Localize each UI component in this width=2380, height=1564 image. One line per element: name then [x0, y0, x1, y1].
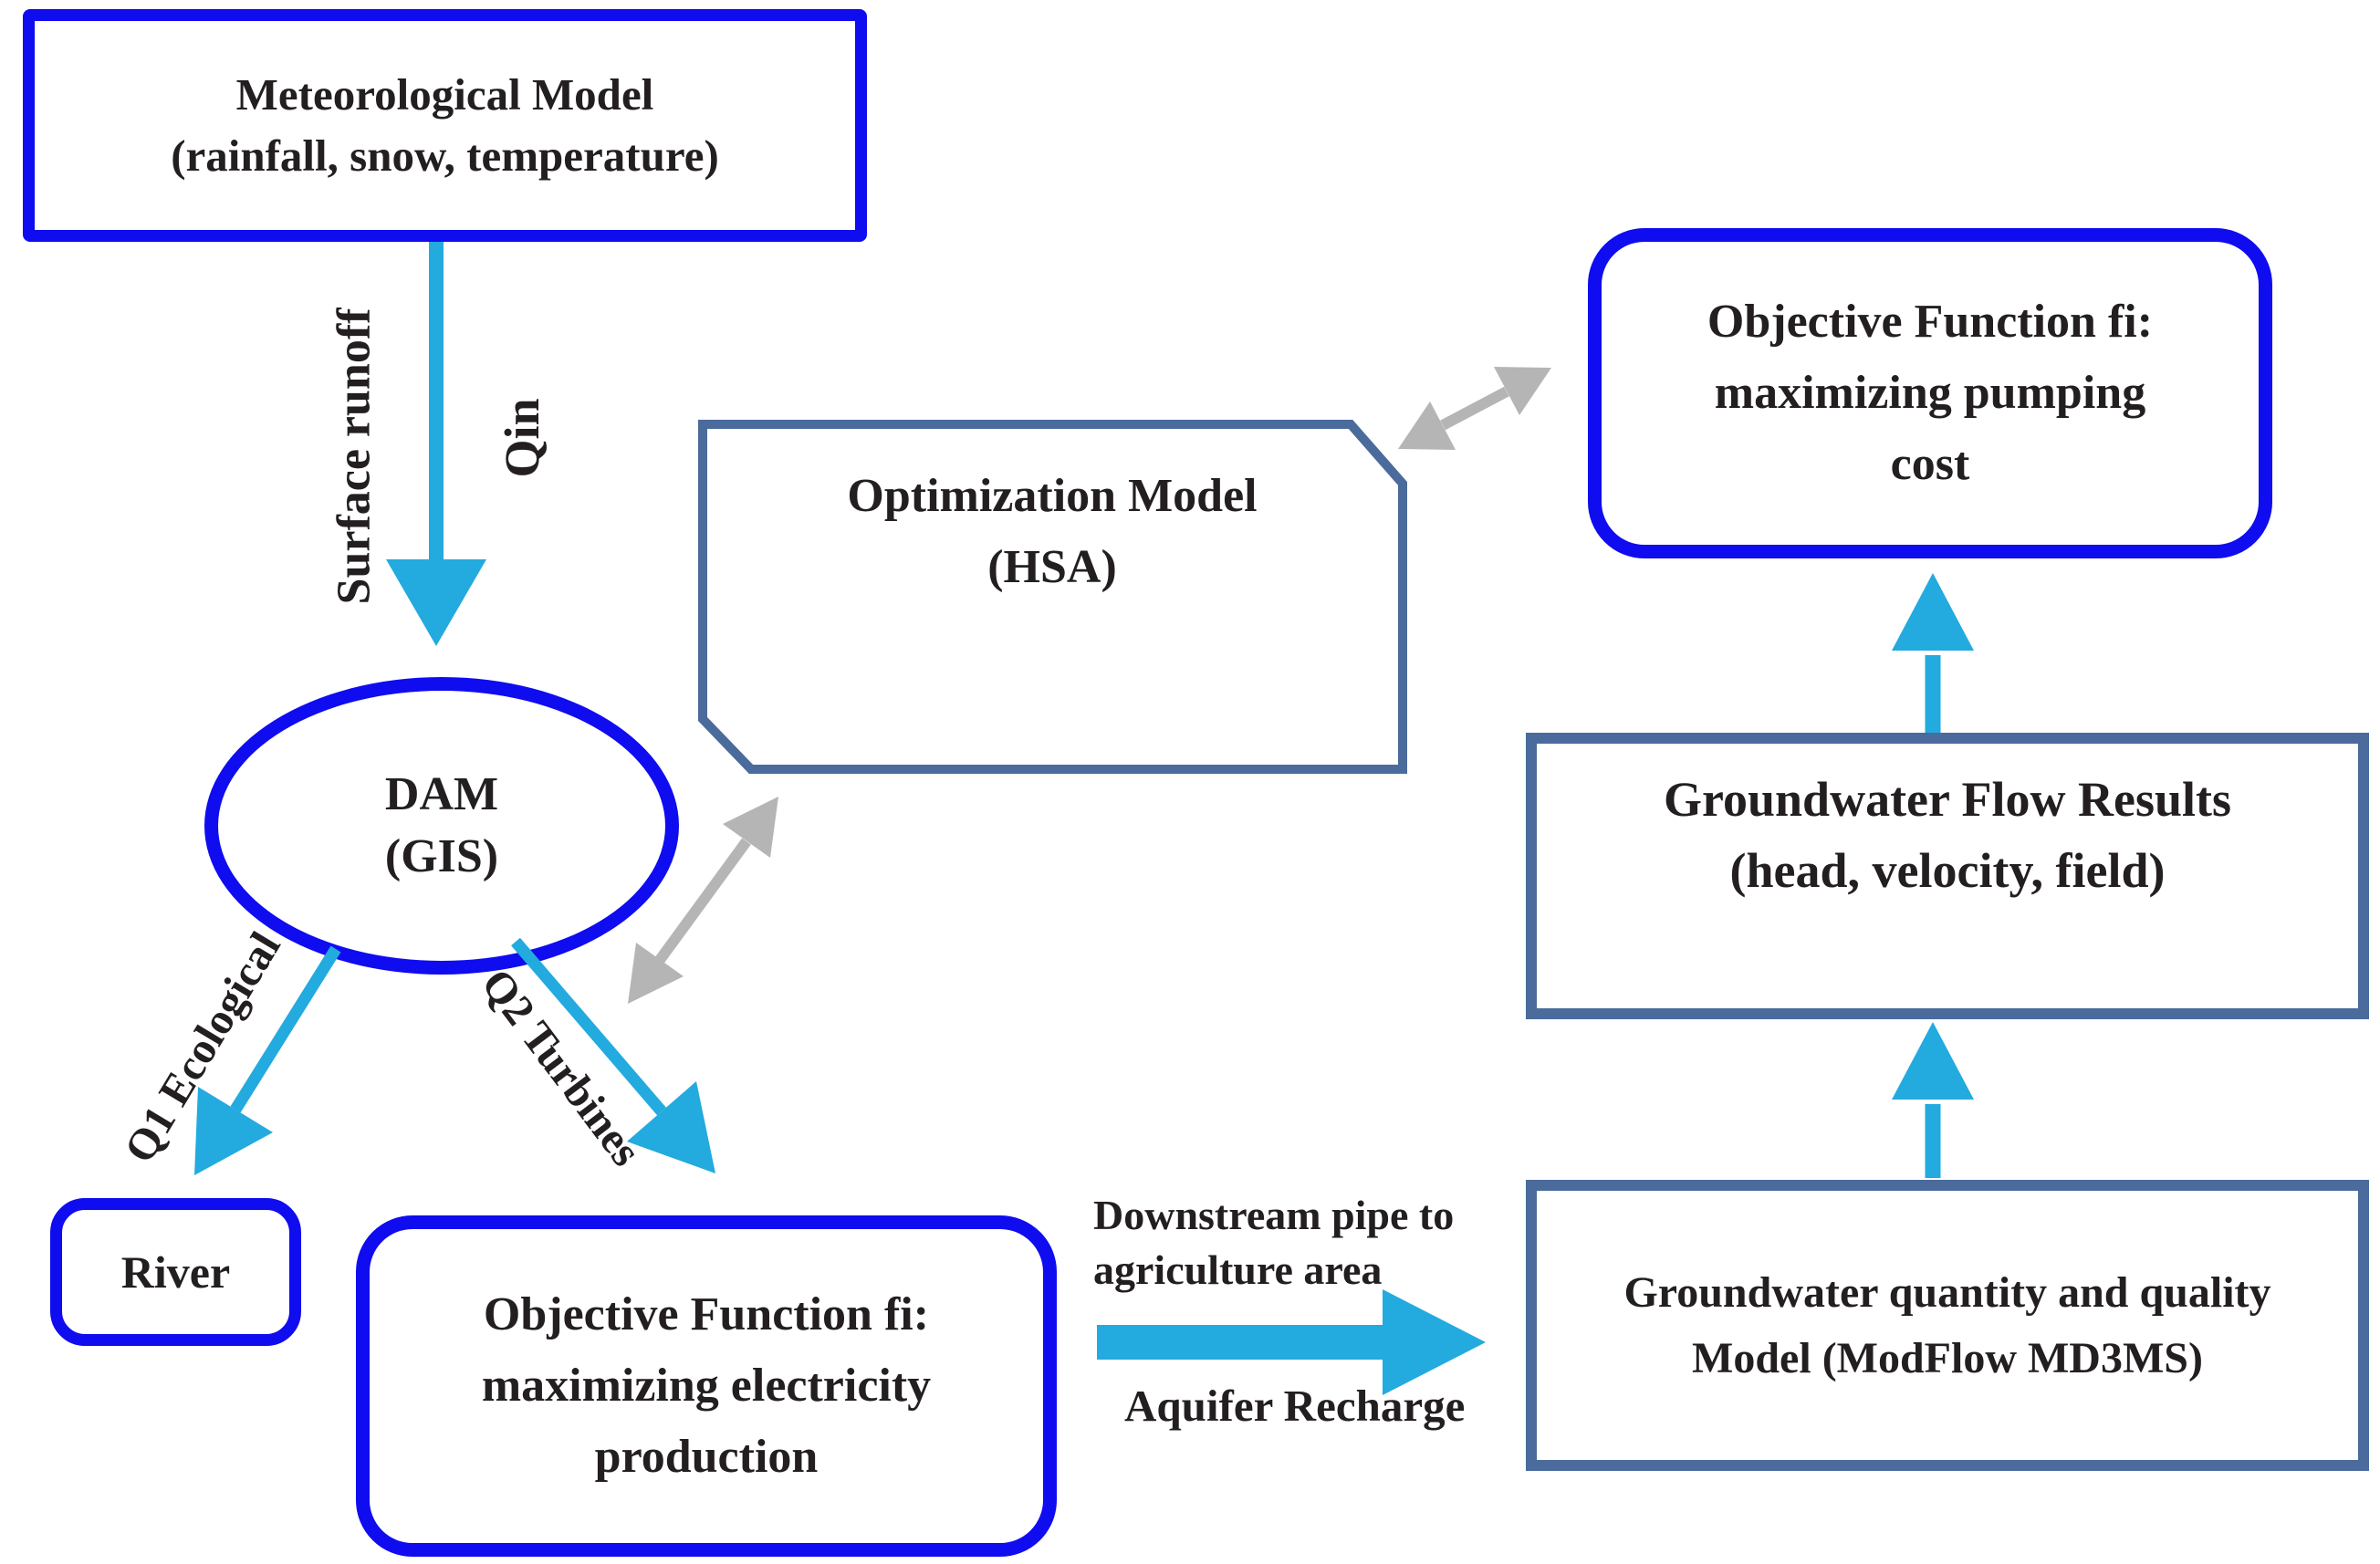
arrowhead-downleft-icon: [628, 943, 684, 1004]
edge-label-q1-ecological: Q1 Ecological: [115, 923, 290, 1172]
node-river: River: [50, 1198, 301, 1346]
node-label-line: production: [594, 1431, 819, 1483]
node-label-line: (HSA): [987, 541, 1117, 593]
edge-label-line: Downstream pipe to: [1093, 1192, 1455, 1238]
node-label-line: Objective Function fi:: [483, 1288, 930, 1340]
node-groundwater-flow-results: Groundwater Flow Results (head, velocity…: [1526, 733, 2369, 1019]
node-label-line: (head, velocity, field): [1729, 843, 2166, 898]
node-label-line: Objective Function fi:: [1707, 296, 2154, 348]
node-label-line: Meteorological Model: [235, 69, 654, 120]
node-meteorological-model: Meteorological Model (rainfall, snow, te…: [23, 9, 867, 242]
arrowhead-down-icon: [386, 559, 486, 646]
node-optimization-model-label: Optimization Model (HSA): [742, 461, 1362, 603]
node-label-line: Groundwater quantity and quality: [1623, 1267, 2271, 1317]
node-label-line: cost: [1890, 438, 1970, 490]
node-label-line: River: [120, 1246, 231, 1298]
arrowhead-up-icon: [1892, 1022, 1974, 1100]
node-objective-electricity: Objective Function fi: maximizing electr…: [356, 1215, 1057, 1557]
gwmodel-to-flow-arrow: [1892, 1022, 1974, 1178]
edge-label-surface-runoff: Surface runoff: [328, 308, 381, 605]
node-label-line: (GIS): [384, 830, 499, 882]
node-label-line: DAM: [384, 768, 499, 821]
node-dam-gis: DAM (GIS): [204, 677, 679, 975]
node-label-line: Model (ModFlow MD3MS): [1692, 1333, 2203, 1382]
arrowhead-upright-icon: [1494, 367, 1551, 415]
node-label-line: maximizing electricity: [481, 1360, 932, 1412]
node-groundwater-model: Groundwater quantity and quality Model (…: [1526, 1180, 2369, 1471]
node-label-line: Groundwater Flow Results: [1663, 771, 2232, 827]
arrowhead-downleft-icon: [194, 1087, 273, 1175]
arrowhead-upright-icon: [723, 797, 778, 858]
node-label-line: (rainfall, snow, temperature): [171, 130, 719, 181]
edge-label-downstream-pipe: Downstream pipe to agriculture area: [1093, 1188, 1454, 1298]
qin-arrow: [386, 242, 486, 646]
edge-label-aquifer-recharge: Aquifer Recharge: [1124, 1381, 1466, 1431]
flow-to-pumping-arrow: [1892, 573, 1974, 733]
node-objective-pumping-cost: Objective Function fi: maximizing pumpin…: [1588, 228, 2272, 558]
node-label-line: maximizing pumping: [1714, 367, 2146, 419]
arrowhead-up-icon: [1892, 573, 1974, 651]
edge-label-line: agriculture area: [1093, 1246, 1383, 1293]
edge-label-qin: Qin: [495, 398, 549, 478]
node-label-line: Optimization Model: [847, 470, 1258, 522]
arrowhead-downleft-icon: [1398, 401, 1456, 450]
arrowhead-downright-icon: [627, 1081, 715, 1173]
optimization-pumping-double-arrow: [1398, 367, 1551, 450]
edge-label-q2-turbines: Q2 Turbines: [472, 960, 651, 1175]
